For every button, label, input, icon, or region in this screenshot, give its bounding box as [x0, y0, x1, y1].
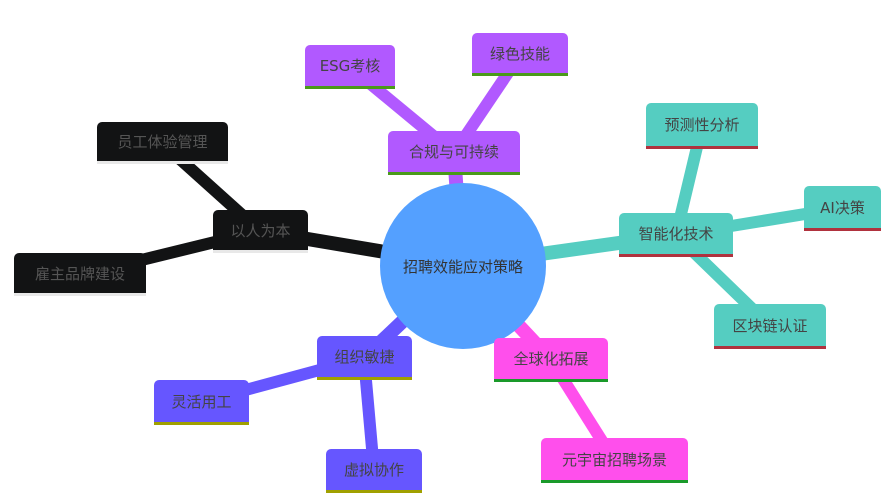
node-label: 全球化拓展 — [513, 350, 589, 368]
branch-node-globalization[interactable]: 全球化拓展 — [494, 338, 608, 382]
node-label: 虚拟协作 — [343, 461, 404, 479]
leaf-node-flexible-work[interactable]: 灵活用工 — [154, 380, 249, 425]
branch-node-intelligent-tech[interactable]: 智能化技术 — [619, 213, 733, 257]
node-label: 灵活用工 — [171, 392, 232, 411]
node-label: 智能化技术 — [638, 225, 714, 243]
leaf-node-esg[interactable]: ESG考核 — [305, 45, 395, 89]
leaf-node-blockchain-cert[interactable]: 区块链认证 — [714, 304, 826, 349]
leaf-node-predictive-analytics[interactable]: 预测性分析 — [646, 103, 758, 149]
node-label: 雇主品牌建设 — [34, 264, 125, 283]
leaf-node-employer-brand[interactable]: 雇主品牌建设 — [14, 253, 146, 296]
node-label: 合规与可持续 — [408, 143, 499, 161]
branch-node-people[interactable]: 以人为本 — [213, 210, 308, 253]
leaf-node-ai-decision[interactable]: AI决策 — [804, 186, 881, 231]
node-label: 预测性分析 — [664, 116, 740, 134]
node-label: 元宇宙招聘场景 — [561, 450, 667, 469]
branch-node-org-agility[interactable]: 组织敏捷 — [317, 336, 412, 380]
leaf-node-employee-experience[interactable]: 员工体验管理 — [97, 122, 228, 164]
leaf-node-metaverse-recruiting[interactable]: 元宇宙招聘场景 — [541, 438, 688, 483]
node-label: 区块链认证 — [732, 316, 808, 335]
node-label: ESG考核 — [319, 57, 381, 75]
branch-node-compliance[interactable]: 合规与可持续 — [388, 131, 520, 175]
node-label: 员工体验管理 — [117, 133, 208, 151]
node-label: 以人为本 — [230, 221, 291, 240]
node-label: AI决策 — [820, 198, 865, 217]
node-label: 绿色技能 — [489, 44, 550, 63]
root-label: 招聘效能应对策略 — [402, 257, 523, 276]
root-node[interactable]: 招聘效能应对策略 — [380, 183, 546, 349]
node-label: 组织敏捷 — [334, 348, 395, 366]
leaf-node-virtual-collab[interactable]: 虚拟协作 — [326, 449, 422, 493]
leaf-node-green-skills[interactable]: 绿色技能 — [472, 33, 568, 76]
